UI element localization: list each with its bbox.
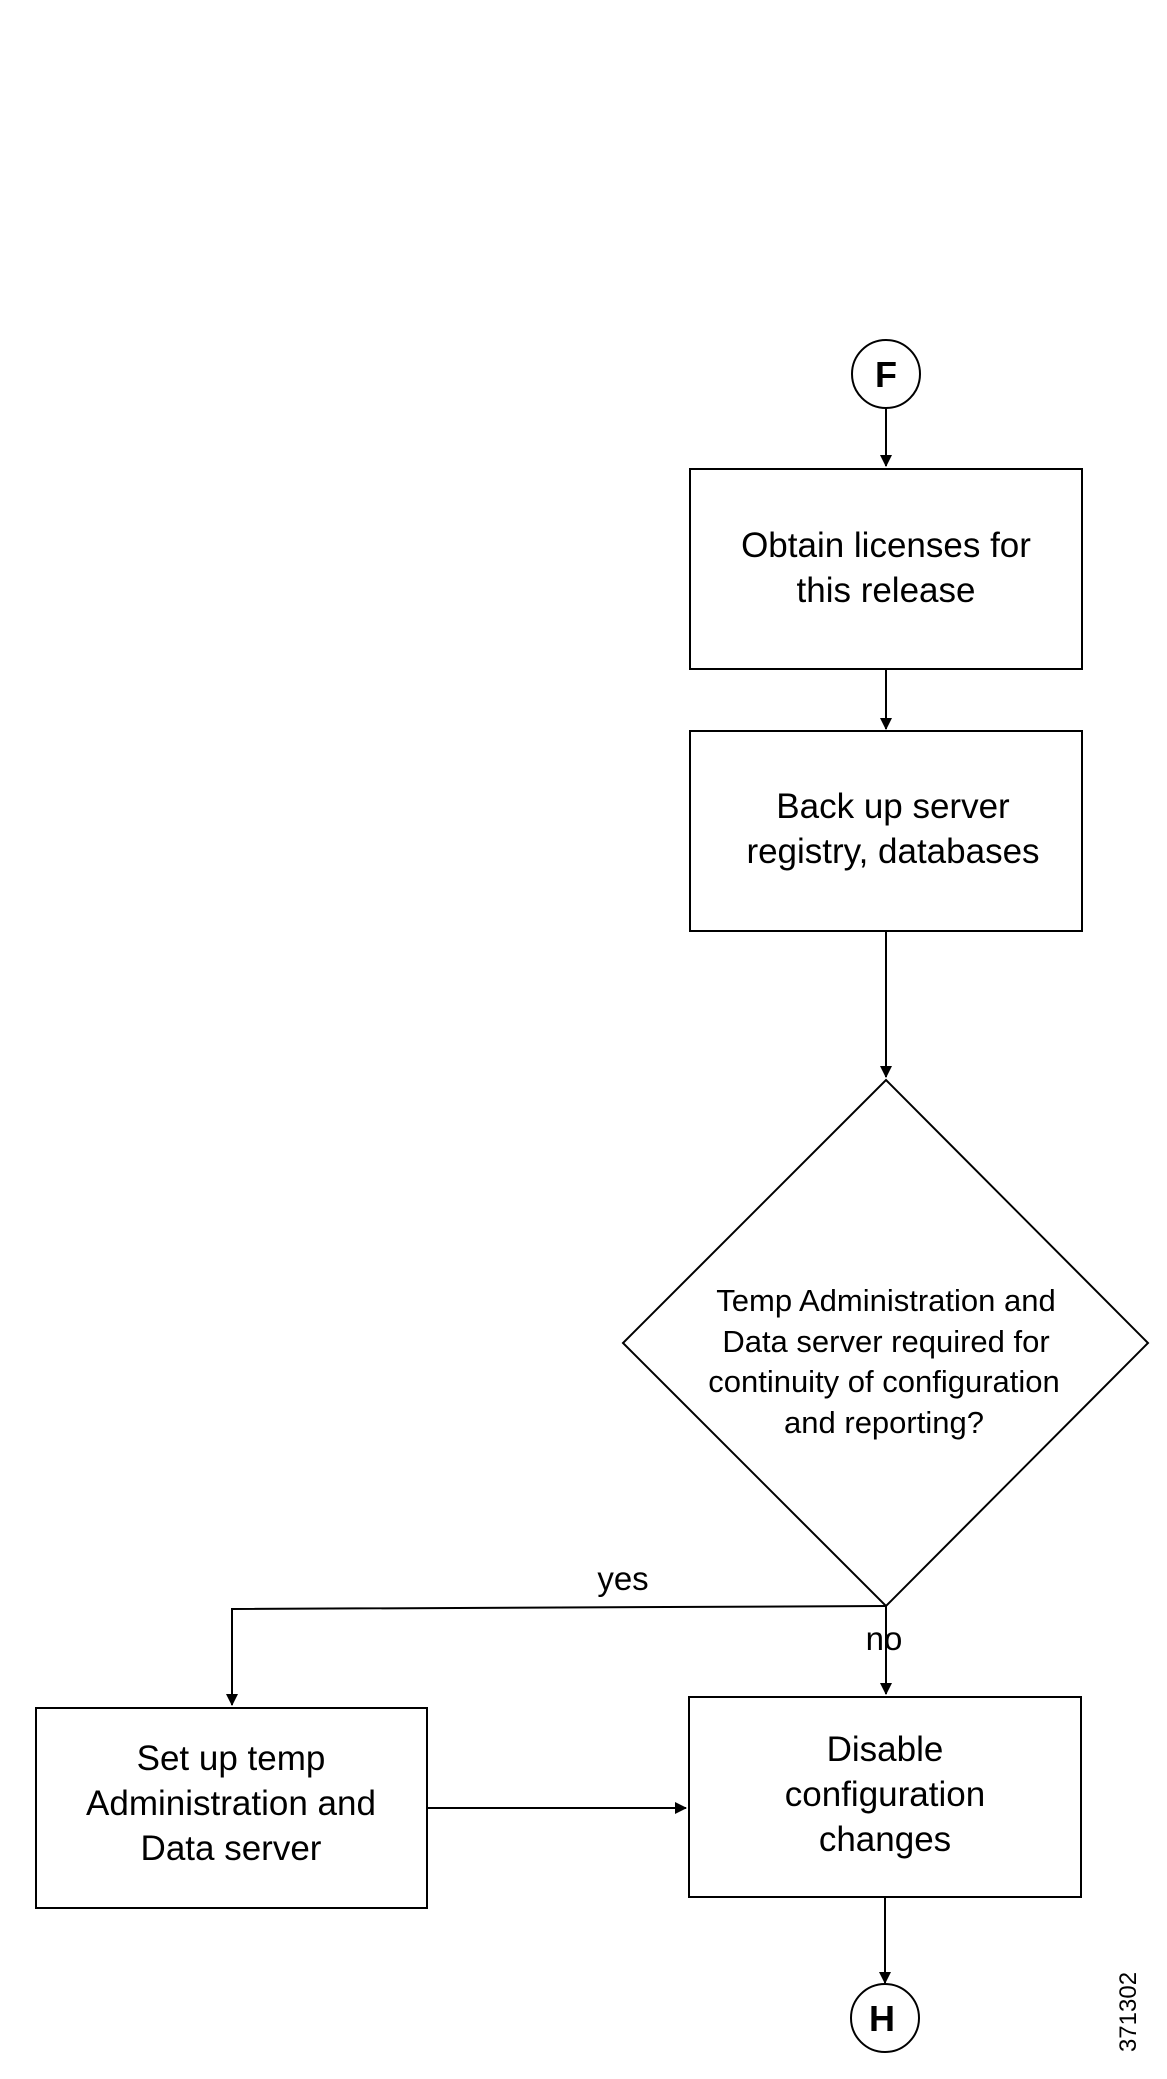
decision-line-4: and reporting?: [784, 1405, 984, 1440]
step-back-up: Back up server registry, databases: [689, 730, 1083, 932]
figure-id: 371302: [1115, 1972, 1142, 2052]
step-disable-changes-line-1: Disable: [827, 1730, 944, 1769]
decision-temp-server: Temp Administration and Data server requ…: [621, 1078, 1150, 1608]
step-set-up-temp-line-2: Administration and: [86, 1784, 376, 1823]
connector-f: F: [851, 339, 921, 409]
step-obtain-licenses-line-1: Obtain licenses for: [741, 526, 1031, 565]
connector-h: H: [850, 1983, 920, 2053]
step-back-up-line-2: registry, databases: [746, 832, 1039, 871]
connector-f-label: F: [875, 354, 897, 395]
step-set-up-temp: Set up temp Administration and Data serv…: [35, 1707, 428, 1909]
branch-no-label: no: [866, 1620, 903, 1657]
step-disable-changes-line-2: configuration: [785, 1775, 985, 1814]
step-obtain-licenses: Obtain licenses for this release: [689, 468, 1083, 670]
connector-h-label: H: [869, 1998, 895, 2039]
arrow-yes-branch: [226, 1605, 887, 1706]
step-disable-changes: Disable configuration changes: [688, 1696, 1082, 1898]
branch-yes-label: yes: [597, 1560, 648, 1597]
step-set-up-temp-line-1: Set up temp: [137, 1739, 326, 1778]
step-disable-changes-line-3: changes: [819, 1820, 951, 1859]
step-obtain-licenses-line-2: this release: [797, 571, 976, 610]
step-set-up-temp-line-3: Data server: [141, 1829, 322, 1868]
step-back-up-line-1: Back up server: [776, 787, 1010, 826]
decision-line-1: Temp Administration and: [716, 1283, 1055, 1318]
decision-line-3: continuity of configuration: [708, 1364, 1060, 1399]
decision-line-2: Data server required for: [722, 1324, 1049, 1359]
